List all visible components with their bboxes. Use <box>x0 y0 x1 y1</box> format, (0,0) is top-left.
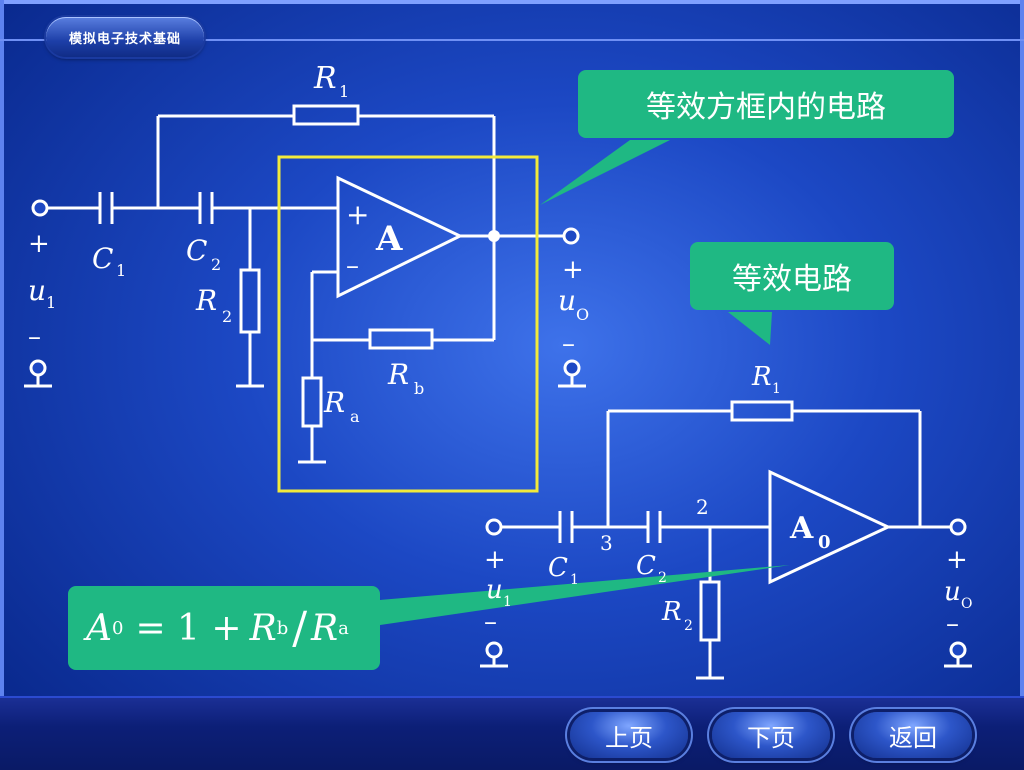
opamp-label: A <box>375 219 403 259</box>
input2-minus: – <box>484 607 497 637</box>
callout-equivalent-circuit: 等效电路 <box>690 242 894 310</box>
label2-r2-sub: 2 <box>684 618 693 634</box>
opamp-minus: – <box>346 251 359 281</box>
label2-c1: C <box>548 553 568 583</box>
output-u: u <box>558 284 576 317</box>
label2-r2: R <box>661 597 682 627</box>
label-rb-sub: b <box>414 379 424 398</box>
input-u: u <box>28 274 46 307</box>
label2-c1-sub: 1 <box>570 572 579 588</box>
label-rb: R <box>387 358 409 391</box>
callout-pointer <box>728 312 772 345</box>
label-r1-sub: 1 <box>339 82 349 101</box>
formula-a-sub: 0 <box>112 617 124 639</box>
output2-plus: + <box>946 545 968 575</box>
formula-ra: R <box>311 607 339 649</box>
formula-rb: R <box>249 607 277 649</box>
input2-u-sub: 1 <box>503 594 512 610</box>
output-minus: – <box>562 329 575 359</box>
label-ra: R <box>323 386 345 419</box>
input-minus: – <box>28 322 41 352</box>
formula-slash: / <box>292 602 308 654</box>
label-c2: C <box>186 234 207 267</box>
equivalent-box <box>277 155 539 493</box>
node-2-label: 2 <box>696 495 709 519</box>
course-title-badge: 模拟电子技术基础 <box>46 17 204 57</box>
input-plus: + <box>28 229 50 259</box>
back-button[interactable]: 返回 <box>854 712 972 758</box>
node-3-label: 3 <box>600 531 613 555</box>
label2-c2: C <box>636 551 656 581</box>
callout-box-circuit: 等效方框内的电路 <box>578 70 954 138</box>
footer-bar <box>0 696 1024 770</box>
input2-u: u <box>486 575 503 605</box>
callout-pointer <box>540 140 670 205</box>
formula-ra-sub: a <box>338 617 349 639</box>
output-u-sub: O <box>576 305 589 324</box>
opamp-plus: + <box>346 198 369 231</box>
output2-u-sub: O <box>961 596 972 612</box>
label2-r1: R <box>751 362 772 392</box>
formula-a: A <box>86 607 112 649</box>
next-page-button[interactable]: 下页 <box>712 712 830 758</box>
formula-pointer <box>380 565 790 625</box>
label-c1: C <box>92 242 113 275</box>
prev-page-button[interactable]: 上页 <box>570 712 688 758</box>
label-r1: R <box>313 61 337 96</box>
output2-minus: – <box>946 609 959 639</box>
output-plus: + <box>562 255 584 285</box>
opamp2-label-sub: 0 <box>818 532 831 553</box>
label-c2-sub: 2 <box>211 255 221 274</box>
label-r2: R <box>195 284 217 317</box>
label-c1-sub: 1 <box>116 261 126 280</box>
label2-c2-sub: 2 <box>658 570 667 586</box>
formula-eq: = 1 + <box>135 607 242 649</box>
label2-r1-sub: 1 <box>772 381 781 397</box>
label-r2-sub: 2 <box>222 307 232 326</box>
opamp2-label: A <box>789 511 814 546</box>
input2-plus: + <box>484 545 506 575</box>
formula-rb-sub: b <box>276 617 289 639</box>
label-ra-sub: a <box>350 407 360 426</box>
input-u-sub: 1 <box>46 293 56 312</box>
output2-u: u <box>944 577 961 607</box>
